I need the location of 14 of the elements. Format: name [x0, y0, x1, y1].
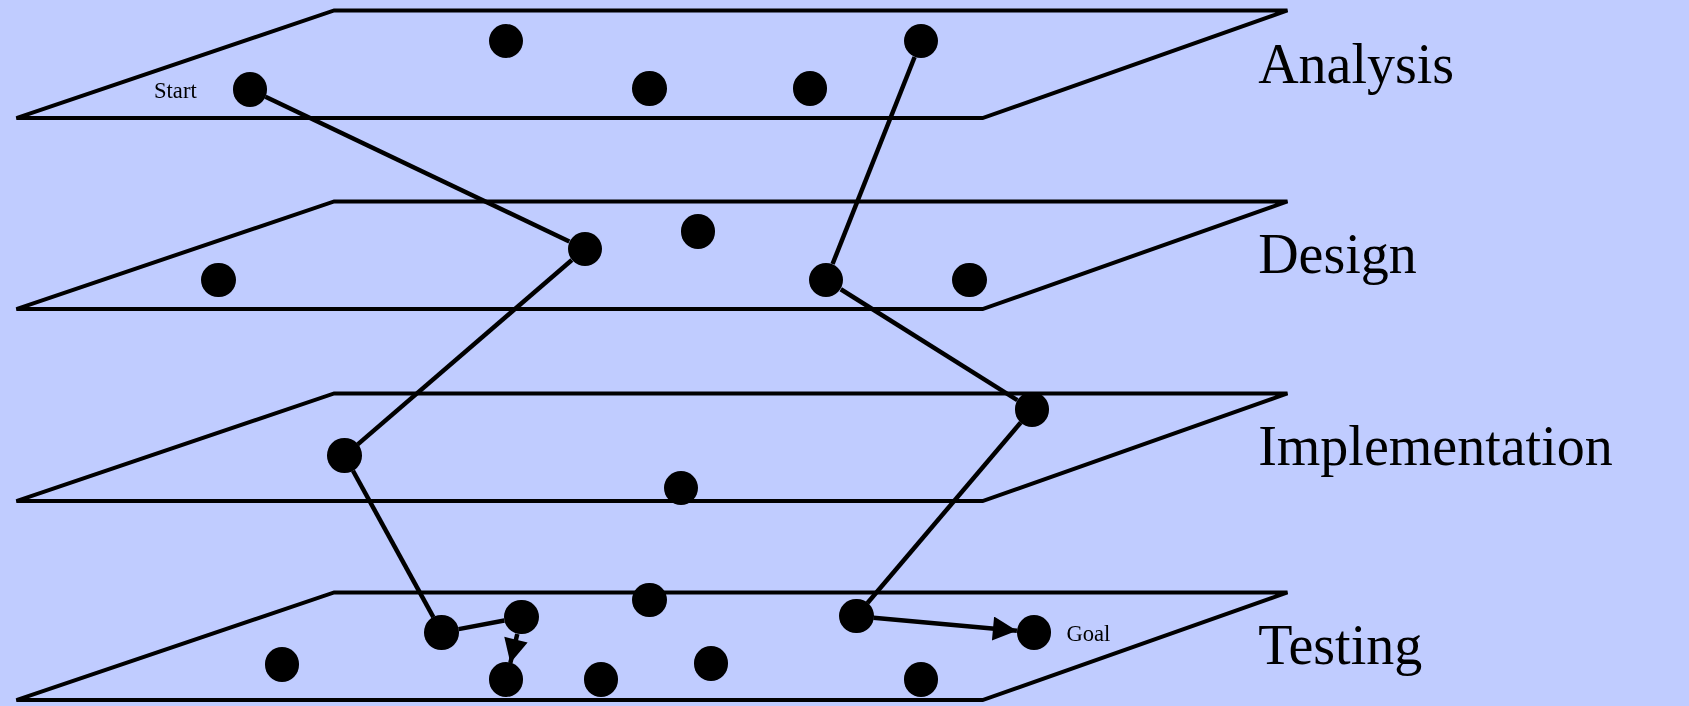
layer-label: Testing [1258, 617, 1423, 674]
connector-line [865, 421, 1023, 605]
arrow [504, 633, 528, 664]
connector-line [839, 287, 1019, 403]
dot-marker [632, 582, 667, 618]
connector-line [264, 94, 571, 244]
point-label: Goal [1066, 622, 1111, 646]
connector-line [356, 258, 574, 447]
layer-label: Design [1258, 226, 1417, 283]
arrow [873, 615, 1018, 641]
point-label: Start [154, 79, 197, 103]
connector-line [351, 469, 436, 619]
connector-line [458, 618, 505, 632]
connector-line [830, 56, 917, 265]
